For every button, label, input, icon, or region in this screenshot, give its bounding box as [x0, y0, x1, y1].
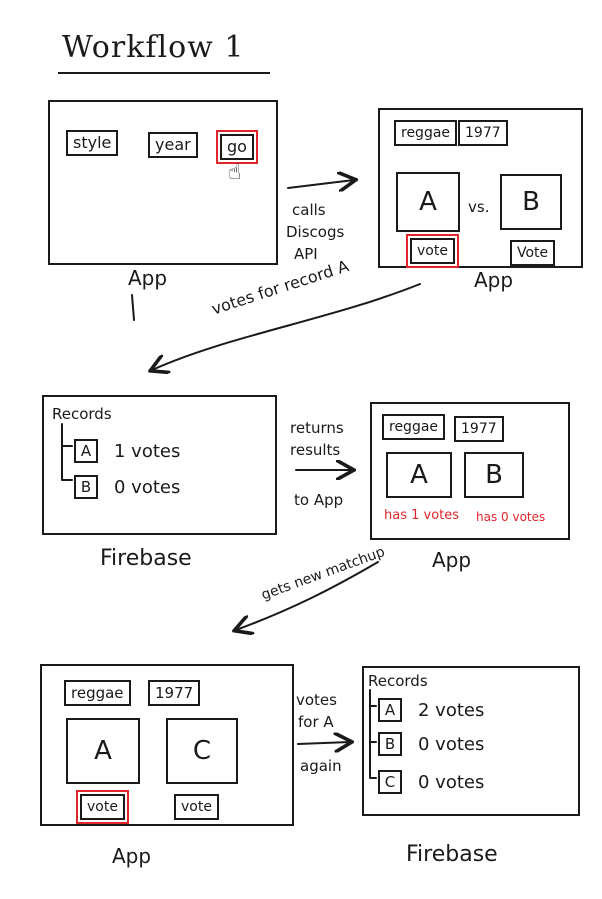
style-value: reggae: [64, 680, 131, 706]
result-a-label: has 1 votes: [384, 508, 460, 523]
arrow3-line-1: returns: [290, 419, 344, 437]
record-row-a: A 1 votes: [74, 439, 180, 463]
firebase-panel-2: Records A 2 votes B 0 votes C 0 votes: [362, 666, 580, 816]
cursor-tail: [131, 294, 135, 321]
year-value: 1977: [454, 416, 504, 442]
style-input[interactable]: style: [66, 130, 119, 156]
page-title: Workflow 1: [62, 30, 245, 65]
arrow1-line-3: API: [294, 245, 318, 263]
records-header: Records: [52, 405, 112, 423]
arrow5-line-2: for A: [298, 713, 334, 731]
record-card-b[interactable]: B: [500, 174, 562, 230]
vote-a-button[interactable]: vote: [406, 234, 459, 268]
panel2-caption: App: [474, 268, 514, 292]
records-header: Records: [368, 672, 428, 690]
record-row-b: B 0 votes: [378, 732, 484, 756]
record-key-a: A: [74, 439, 98, 463]
vote-b-button[interactable]: Vote: [510, 240, 556, 266]
vote-a-button[interactable]: vote: [76, 790, 129, 824]
arrow-new-matchup: [236, 561, 379, 630]
pointer-hand-icon: ☝: [228, 160, 242, 185]
arrow5-line-3: again: [300, 757, 342, 775]
panel6-caption: Firebase: [406, 842, 498, 867]
style-value: reggae: [394, 120, 458, 146]
year-value: 1977: [458, 120, 508, 146]
panel3-caption: Firebase: [100, 546, 192, 571]
record-card-c[interactable]: C: [166, 718, 238, 784]
app-panel-new-matchup: reggae 1977 A C vote vote: [40, 664, 294, 826]
year-value: 1977: [148, 680, 201, 706]
records-tree-1: [61, 423, 73, 481]
app-panel-input: style year go ☝: [48, 100, 278, 265]
result-b-label: has 0 votes: [476, 510, 546, 524]
panel5-caption: App: [112, 844, 152, 868]
style-value: reggae: [382, 414, 446, 440]
arrow5-line-1: votes: [296, 691, 337, 709]
vote-c-button[interactable]: vote: [174, 794, 219, 820]
vs-label: vs.: [468, 198, 490, 216]
record-card-a[interactable]: A: [66, 718, 140, 784]
record-key-b: B: [74, 475, 98, 499]
title-underline: [58, 72, 270, 74]
record-row-b: B 0 votes: [74, 475, 180, 499]
record-votes-c: 0 votes: [418, 771, 485, 793]
arrow3-tail: to App: [294, 491, 344, 509]
records-tree-2: [369, 689, 377, 779]
arrow1-line-2: Discogs: [286, 223, 345, 241]
arrow-app-to-app: [287, 180, 354, 188]
arrow-to-firebase: [152, 283, 421, 370]
record-votes-a: 2 votes: [418, 699, 485, 721]
record-key-a: A: [378, 698, 402, 722]
record-votes-b: 0 votes: [114, 476, 181, 498]
record-key-c: C: [378, 770, 402, 794]
firebase-panel-1: Records A 1 votes B 0 votes: [42, 395, 277, 535]
arrow1-line-1: calls: [292, 201, 326, 219]
record-row-c: C 0 votes: [378, 770, 484, 794]
record-votes-a: 1 votes: [114, 440, 181, 462]
arrow3-line-2: results: [290, 441, 341, 459]
panel1-caption: App: [128, 266, 168, 290]
record-card-b: B: [464, 452, 524, 498]
arrow-votes-again: [297, 742, 350, 744]
year-input[interactable]: year: [148, 132, 198, 158]
app-panel-results: reggae 1977 A B has 1 votes has 0 votes: [370, 402, 570, 540]
record-card-a: A: [386, 452, 452, 498]
record-votes-b: 0 votes: [418, 733, 485, 755]
go-button[interactable]: go: [216, 130, 258, 164]
panel4-caption: App: [432, 548, 472, 572]
record-row-a: A 2 votes: [378, 698, 484, 722]
app-panel-matchup: reggae 1977 A vs. B vote Vote: [378, 108, 583, 268]
record-card-a[interactable]: A: [396, 172, 460, 232]
record-key-b: B: [378, 732, 402, 756]
